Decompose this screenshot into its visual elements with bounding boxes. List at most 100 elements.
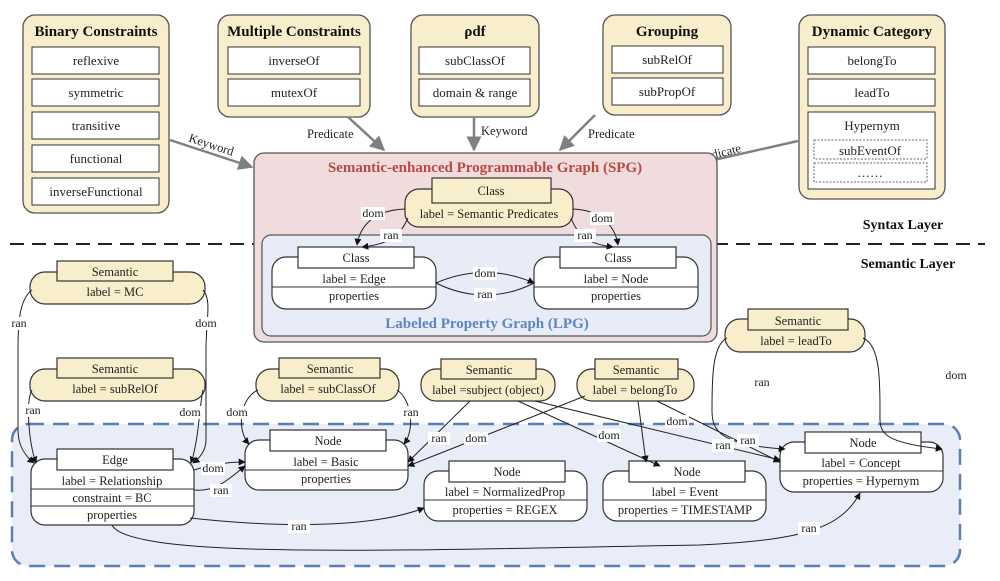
edge-leadto-dom xyxy=(862,337,943,452)
node-row: properties xyxy=(301,472,351,486)
lpg-edge-class-label: label = Edge xyxy=(322,272,386,286)
edge-belongto-dom-event xyxy=(637,400,649,463)
edge-label-ran: ran xyxy=(11,316,26,330)
spg-class-label: label = Semantic Predicates xyxy=(420,207,559,221)
top-arrows xyxy=(169,114,799,173)
edge-label-dom: dom xyxy=(179,405,201,419)
node-row: constraint = BC xyxy=(72,491,151,505)
semantic-label: label = belongTo xyxy=(593,383,678,397)
group-title: Grouping xyxy=(636,24,699,40)
item-domain-range: domain & range xyxy=(433,85,518,100)
edge-label-ran: ran xyxy=(383,228,398,242)
edge-label-dom: dom xyxy=(474,266,496,280)
node-edge-relationship: Edge label = Relationship constraint = B… xyxy=(30,448,195,526)
edge-label-dom: dom xyxy=(202,461,224,475)
group-title: Binary Constraints xyxy=(35,24,158,40)
edge-mc-dom xyxy=(192,289,209,464)
node-header: Node xyxy=(314,434,342,448)
item-transitive: transitive xyxy=(72,118,121,133)
semantic-label: label = subRelOf xyxy=(72,382,158,396)
node-normalizedprop: Node label = NormalizedProp properties =… xyxy=(423,460,588,522)
semantic-label: label = MC xyxy=(86,285,143,299)
semantic-header: Semantic xyxy=(92,362,139,376)
node-header: Node xyxy=(493,465,521,479)
semantic-label: label =subject (object) xyxy=(432,383,544,397)
semantic-header: Semantic xyxy=(466,363,513,377)
item-ellipsis: …… xyxy=(857,165,883,180)
semantic-leadto: Semantic label = leadTo xyxy=(724,308,866,353)
group-title: ρdf xyxy=(464,24,486,40)
lpg-node-class-props: properties xyxy=(591,289,641,303)
edge-label-ran: ran xyxy=(715,438,730,452)
group-title: Dynamic Category xyxy=(812,24,933,40)
spg-container: Semantic-enhanced Programmable Graph (SP… xyxy=(253,152,718,343)
edge-subject-ran-basic xyxy=(407,400,471,463)
edge-belongto-dom-basic xyxy=(407,395,586,467)
syntax-layer-label: Syntax Layer xyxy=(863,218,944,233)
edge-mc-ran xyxy=(17,289,35,464)
node-header: Node xyxy=(673,465,701,479)
item-subeventof: subEventOf xyxy=(839,143,902,158)
item-reflexive: reflexive xyxy=(73,53,119,68)
item-functional: functional xyxy=(70,151,123,166)
item-subrelof: subRelOf xyxy=(642,52,693,67)
node-header: Node xyxy=(849,436,877,450)
lpg-node-class-label: label = Node xyxy=(584,272,649,286)
semantic-edge-labels: ran dom ran dom dom ran dom ran ran ran … xyxy=(8,316,968,535)
node-row: properties = REGEX xyxy=(453,503,558,517)
edge-label-ran: ran xyxy=(477,287,492,301)
item-inverse-functional: inverseFunctional xyxy=(49,184,143,199)
arrow-binary-to-spg xyxy=(169,138,254,170)
semantic-subrelof: Semantic label = subRelOf xyxy=(29,357,206,402)
edge-label-ran: ran xyxy=(801,521,816,535)
semantic-mc: Semantic label = MC xyxy=(29,260,206,305)
node-event: Node label = Event properties = TIMESTAM… xyxy=(602,460,767,522)
edge-label-ran: ran xyxy=(291,519,306,533)
spg-title: Semantic-enhanced Programmable Graph (SP… xyxy=(328,160,642,176)
lpg-edge-class-props: properties xyxy=(329,289,379,303)
item-subpropof: subPropOf xyxy=(639,84,696,99)
semantic-header: Semantic xyxy=(307,362,354,376)
node-row: properties = TIMESTAMP xyxy=(618,503,752,517)
node-concept: Node label = Concept properties = Hypern… xyxy=(779,431,944,493)
edge-label-dom: dom xyxy=(591,211,613,225)
lpg-title: Labeled Property Graph (LPG) xyxy=(385,316,588,332)
node-row: label = Basic xyxy=(293,455,359,469)
edge-subject-ran-concept xyxy=(534,400,781,462)
item-inverse-of: inverseOf xyxy=(268,53,320,68)
group-multiple-constraints: Multiple Constraints inverseOf mutexOf xyxy=(217,14,371,118)
semantic-subclassof: Semantic label = subClassOf xyxy=(255,357,400,402)
semantic-subject-object: Semantic label =subject (object) xyxy=(420,358,556,402)
edge-label-ran: ran xyxy=(754,375,769,389)
edge-label-ran: ran xyxy=(740,433,755,447)
lpg-node-class-header: Class xyxy=(604,251,631,265)
lpg-edge-class-header: Class xyxy=(342,251,369,265)
spg-class-header: Class xyxy=(477,184,504,198)
edge-subrelof-dom xyxy=(189,389,204,464)
edge-label-dom: dom xyxy=(362,206,384,220)
item-belongto: belongTo xyxy=(848,53,897,68)
node-row: properties xyxy=(87,508,137,522)
semantic-header: Semantic xyxy=(775,314,822,328)
edge-relationship-ran-normalized xyxy=(189,507,425,526)
edge-subrelof-ran xyxy=(28,389,38,464)
arrow-label-keyword: Keyword xyxy=(481,124,528,138)
item-symmetric: symmetric xyxy=(69,85,124,100)
group-dynamic-category: Dynamic Category belongTo leadTo Hyperny… xyxy=(798,14,946,200)
node-row: label = Concept xyxy=(821,456,901,470)
edge-label-dom: dom xyxy=(666,414,688,428)
arrow-label-predicate: Predicate xyxy=(588,127,635,141)
semantic-layer-label: Semantic Layer xyxy=(861,257,955,272)
edge-label-ran: ran xyxy=(25,403,40,417)
node-row: label = Relationship xyxy=(62,474,163,488)
semantic-label: label = subClassOf xyxy=(280,382,376,396)
semantic-label: label = leadTo xyxy=(760,334,831,348)
semantic-belongto: Semantic label = belongTo xyxy=(576,358,695,402)
group-title: Multiple Constraints xyxy=(227,24,361,40)
arrow-grouping-to-spg xyxy=(558,114,596,152)
arrow-multiple-to-spg xyxy=(347,116,386,152)
group-binary-constraints: Binary Constraints reflexive symmetric t… xyxy=(22,14,170,214)
edge-label-dom: dom xyxy=(945,368,967,382)
group-rdf: ρdf subClassOf domain & range xyxy=(410,14,540,118)
